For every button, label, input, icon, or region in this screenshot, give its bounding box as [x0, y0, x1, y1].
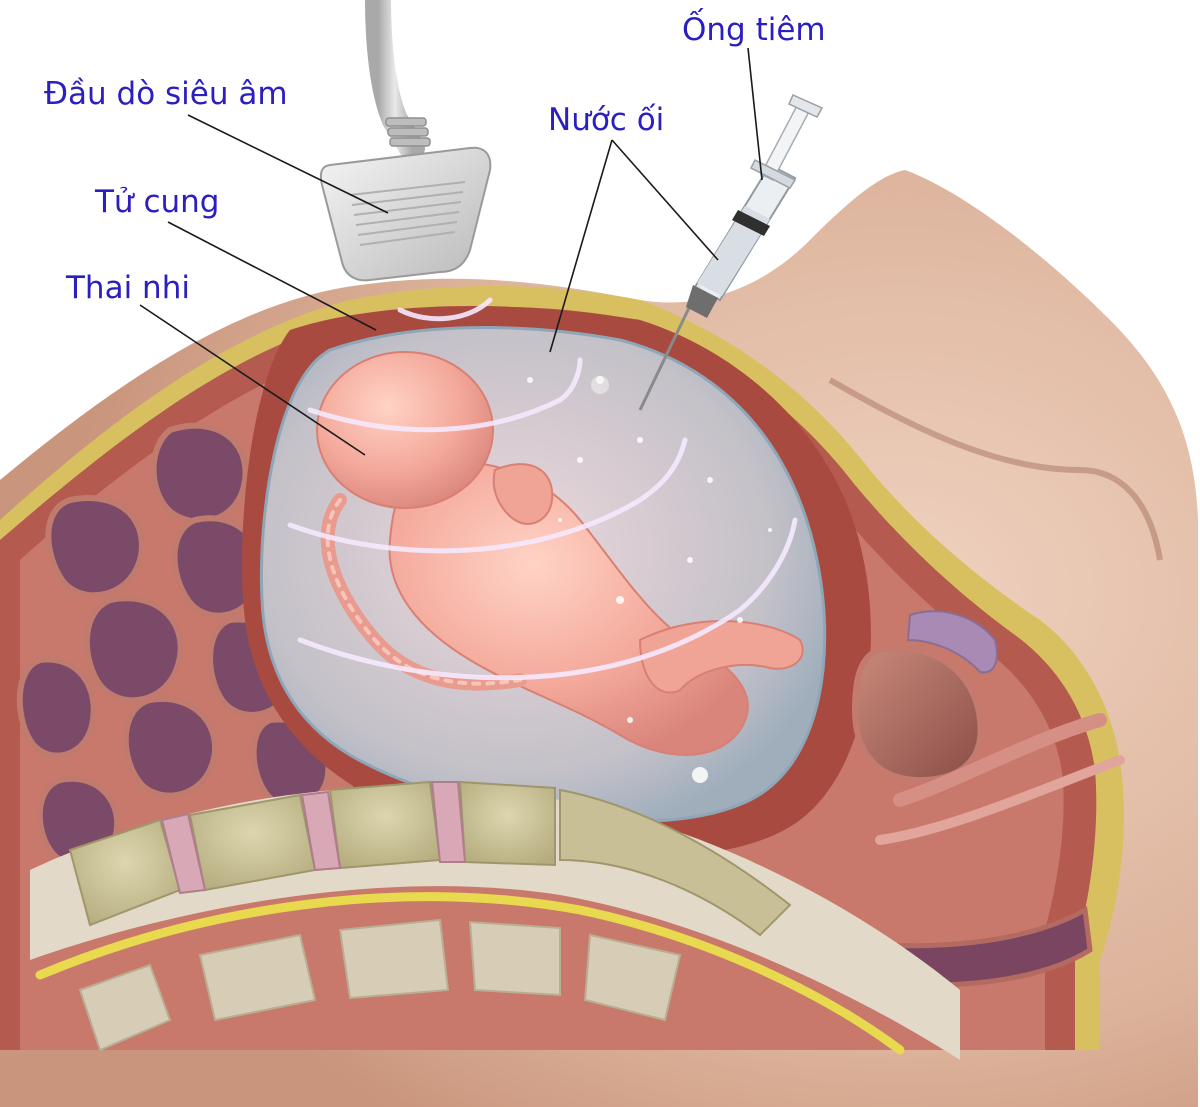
- leader-line-amniotic-left: [549, 139, 613, 353]
- ultrasound-probe: [319, 146, 492, 282]
- leader-line-uterus: [167, 221, 377, 331]
- probe-strain-relief: [385, 117, 431, 147]
- leader-lines: [139, 47, 763, 456]
- label-syringe: Ống tiêm: [682, 12, 826, 48]
- label-fetus: Thai nhi: [66, 270, 190, 306]
- label-ultrasound-probe: Đầu dò siêu âm: [44, 76, 288, 112]
- syringe: [638, 94, 824, 411]
- bladder: [851, 645, 984, 784]
- label-uterus: Tử cung: [95, 184, 220, 220]
- leader-line-probe: [187, 114, 389, 214]
- label-amniotic-fluid: Nước ối: [548, 102, 665, 138]
- spine: [30, 780, 960, 1060]
- ultrasound-waves: [287, 297, 798, 681]
- amniotic-particles: [527, 376, 772, 783]
- pubic-bone: [906, 610, 998, 674]
- skin-fold: [828, 377, 1163, 561]
- spinal-cord: [35, 892, 905, 1055]
- leader-line-amniotic-right: [611, 139, 719, 261]
- leader-line-fetus: [139, 304, 366, 456]
- probe-cable: [365, 0, 425, 161]
- leader-line-syringe: [747, 47, 763, 181]
- lower-tract: [875, 713, 1125, 845]
